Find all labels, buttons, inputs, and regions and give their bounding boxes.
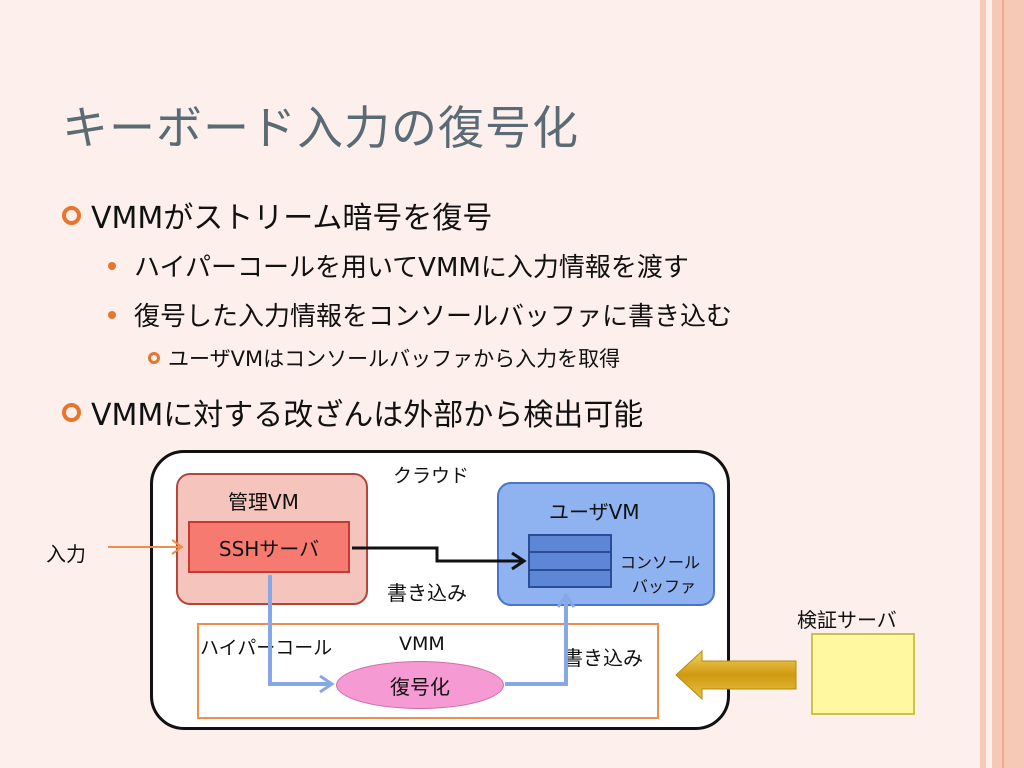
dot-bullet-icon bbox=[108, 261, 116, 270]
right-stripe-2 bbox=[992, 0, 1024, 768]
verify-arrow bbox=[675, 649, 797, 701]
verify-server-box bbox=[811, 633, 915, 715]
dot-bullet-icon bbox=[108, 310, 116, 319]
input-arrow bbox=[108, 539, 184, 555]
right-stripe-1 bbox=[980, 0, 986, 768]
write-label-1: 書き込み bbox=[387, 581, 467, 605]
decrypt-ellipse: 復号化 bbox=[336, 661, 504, 709]
bullet-1-text: VMMがストリーム暗号を復号 bbox=[91, 201, 493, 236]
write-arrow-blue bbox=[505, 592, 576, 686]
ring-bullet-icon bbox=[62, 402, 81, 422]
bullet-1-1: ハイパーコールを用いてVMMに入力情報を渡す bbox=[108, 247, 689, 284]
ring-bullet-icon bbox=[148, 352, 160, 364]
right-stripe-line bbox=[1002, 0, 1004, 768]
ssh-server-box: SSHサーバ bbox=[188, 521, 350, 573]
bullet-2-text: VMMに対する改ざんは外部から検出可能 bbox=[91, 398, 644, 433]
decrypt-label: 復号化 bbox=[390, 674, 450, 699]
write-arrow-black bbox=[352, 546, 527, 571]
console-buffer-label-2: バッファ bbox=[632, 577, 697, 596]
verify-server-label: 検証サーバ bbox=[797, 608, 897, 632]
buffer-divider bbox=[530, 551, 610, 553]
bullet-1-1-text: ハイパーコールを用いてVMMに入力情報を渡す bbox=[134, 253, 689, 283]
bullet-1-2-1: ユーザVMはコンソールバッファから入力を取得 bbox=[148, 343, 620, 373]
bullet-1-2-1-text: ユーザVMはコンソールバッファから入力を取得 bbox=[168, 347, 621, 371]
vmm-box bbox=[197, 623, 659, 719]
buffer-divider bbox=[530, 569, 610, 571]
user-vm-label: ユーザVM bbox=[549, 500, 640, 524]
write-label-2: 書き込み bbox=[563, 646, 643, 670]
mgmt-vm-label: 管理VM bbox=[228, 490, 299, 514]
hypercall-arrow bbox=[268, 575, 335, 694]
vmm-label: VMM bbox=[399, 633, 445, 655]
bullet-2: VMMに対する改ざんは外部から検出可能 bbox=[62, 390, 643, 434]
slide-title: キーボード入力の復号化 bbox=[62, 101, 579, 155]
hypercall-label: ハイパーコール bbox=[200, 637, 333, 659]
console-buffer-label-1: コンソール bbox=[620, 553, 701, 572]
ssh-server-label: SSHサーバ bbox=[218, 536, 320, 561]
console-buffer-box bbox=[528, 534, 612, 588]
bullet-1: VMMがストリーム暗号を復号 bbox=[62, 193, 492, 237]
cloud-label: クラウド bbox=[393, 465, 470, 487]
bullet-1-2-text: 復号した入力情報をコンソールバッファに書き込む bbox=[134, 302, 733, 332]
ring-bullet-icon bbox=[62, 205, 81, 225]
input-label: 入力 bbox=[46, 542, 86, 566]
bullet-1-2: 復号した入力情報をコンソールバッファに書き込む bbox=[108, 296, 732, 333]
